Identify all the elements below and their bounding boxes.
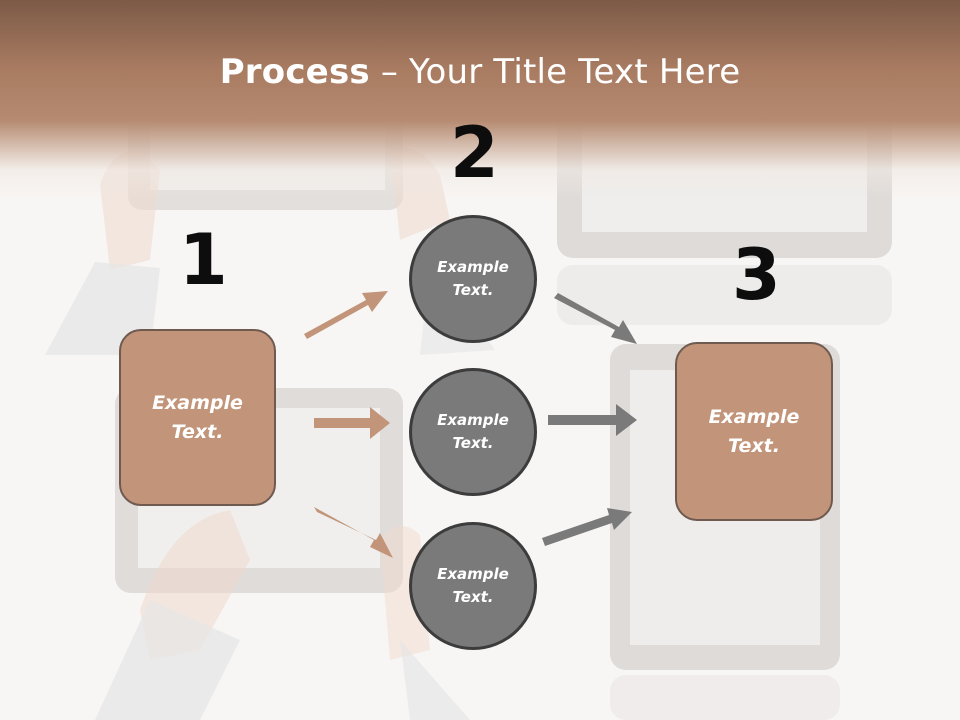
step-3-text: Example Text. [708, 405, 800, 457]
step-1-box: Example Text. [119, 329, 276, 506]
title-banner [0, 0, 960, 200]
circle-bottom-text: Example Text. [437, 565, 509, 606]
circle-top-text: Example Text. [437, 258, 509, 299]
step-3-box: Example Text. [675, 342, 833, 521]
step-number-3: 3 [732, 234, 781, 316]
slide-title: Process – Your Title Text Here [0, 52, 960, 92]
step-2-circle-top: Example Text. [409, 215, 537, 343]
step-1-text: Example Text. [152, 391, 243, 443]
step-2-circle-bottom: Example Text. [409, 522, 537, 650]
step-number-1: 1 [179, 219, 228, 301]
title-bold-part: Process [219, 52, 370, 92]
step-number-2: 2 [450, 112, 499, 194]
step-2-circle-middle: Example Text. [409, 368, 537, 496]
circle-middle-text: Example Text. [437, 411, 509, 452]
title-regular-part: – Your Title Text Here [369, 52, 741, 92]
